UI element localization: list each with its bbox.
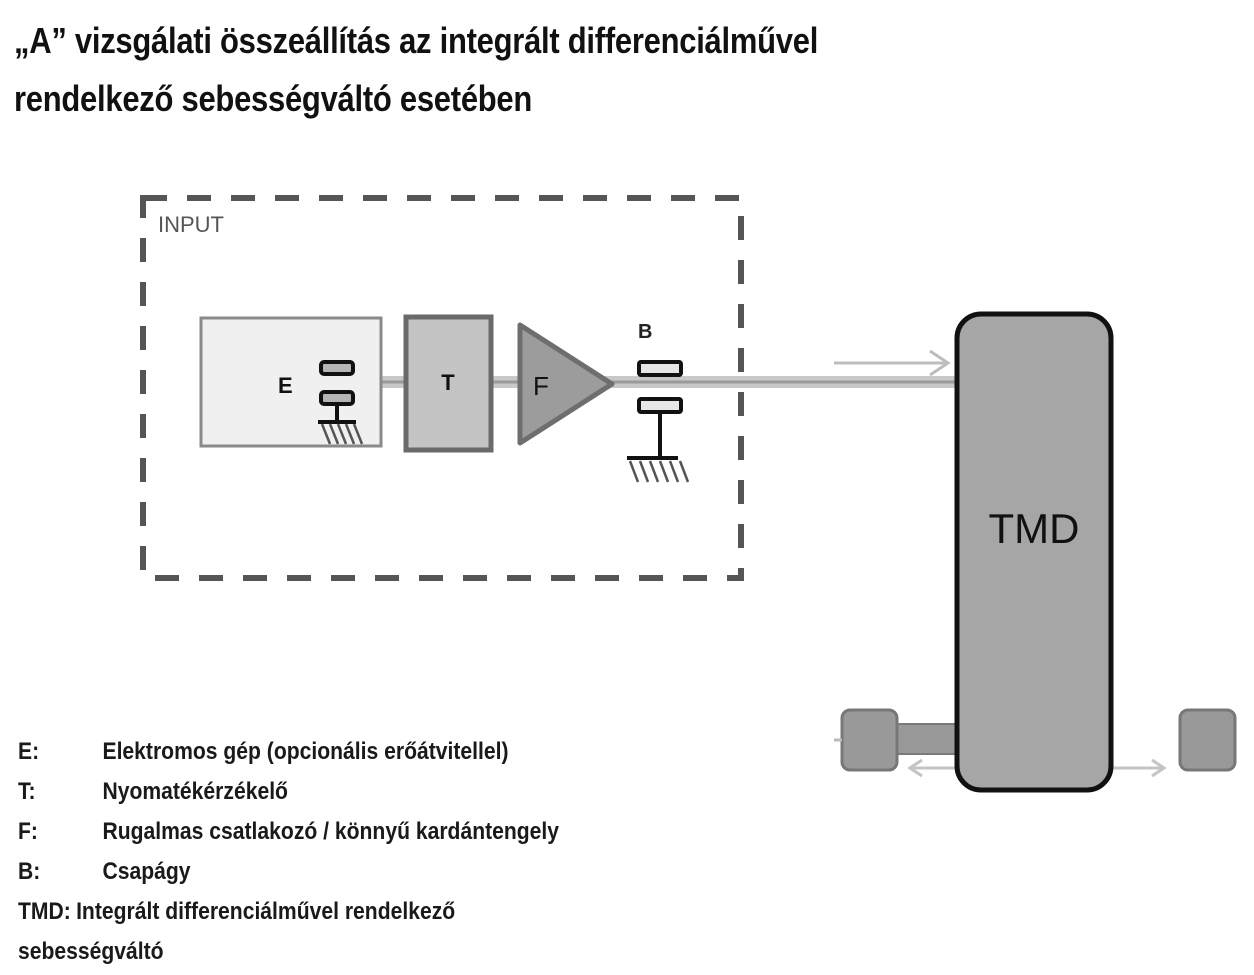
legend-key: E: [18, 738, 40, 765]
legend-text: Elektromos gép (opcionális erőátvitellel… [102, 738, 509, 765]
legend-key: TMD: [18, 898, 71, 925]
legend-item-b: B: Csapágy [18, 852, 559, 892]
arrow-right-icon [1112, 758, 1167, 778]
ground-hatch-icon [320, 423, 364, 445]
input-boundary [140, 195, 744, 581]
legend-key: B: [18, 858, 41, 885]
component-b-bearing: B [627, 321, 690, 483]
legend-text: Integrált differenciálművel rendelkező [76, 898, 456, 925]
ground-hatch-icon [628, 460, 690, 483]
legend-item-tmd: TMD: Integrált differenciálművel rendelk… [18, 892, 559, 932]
title-line-2: rendelkező sebességváltó esetében [14, 78, 533, 119]
t-label: T [441, 370, 455, 395]
wheel-hub-icon [834, 708, 899, 772]
legend: E: Elektromos gép (opcionális erőátvitel… [18, 732, 559, 972]
page-title: „A” vizsgálati összeállítás az integrált… [14, 12, 1063, 128]
arrow-right-icon [834, 349, 951, 377]
legend-item-t: T: Nyomatékérzékelő [18, 772, 559, 812]
component-tmd-transmission: TMD [954, 311, 1114, 793]
legend-text: Nyomatékérzékelő [102, 778, 288, 805]
legend-key: F: [18, 818, 38, 845]
e-label: E [278, 373, 293, 398]
component-f-flexible-coupling: F [517, 322, 615, 446]
legend-item-tmd-continuation: sebességváltó [18, 938, 164, 965]
arrow-left-icon [907, 758, 960, 778]
legend-text: Rugalmas csatlakozó / könnyű kardántenge… [102, 818, 560, 845]
bearing-icon [318, 360, 356, 424]
legend-key: T: [18, 778, 36, 805]
tmd-label: TMD [989, 505, 1080, 552]
wheel-hub-icon [1178, 708, 1237, 772]
legend-text: Csapágy [102, 858, 191, 885]
input-label: INPUT [158, 212, 224, 237]
bearing-icon [627, 360, 683, 460]
component-e-electric-machine: E [199, 316, 383, 448]
title-line-1: „A” vizsgálati összeállítás az integrált… [14, 20, 819, 61]
legend-item-f: F: Rugalmas csatlakozó / könnyű kardánte… [18, 812, 559, 852]
component-t-torque-sensor: T [403, 314, 494, 453]
b-label: B [638, 321, 652, 343]
legend-item-e: E: Elektromos gép (opcionális erőátvitel… [18, 732, 559, 772]
f-label: F [533, 371, 549, 401]
